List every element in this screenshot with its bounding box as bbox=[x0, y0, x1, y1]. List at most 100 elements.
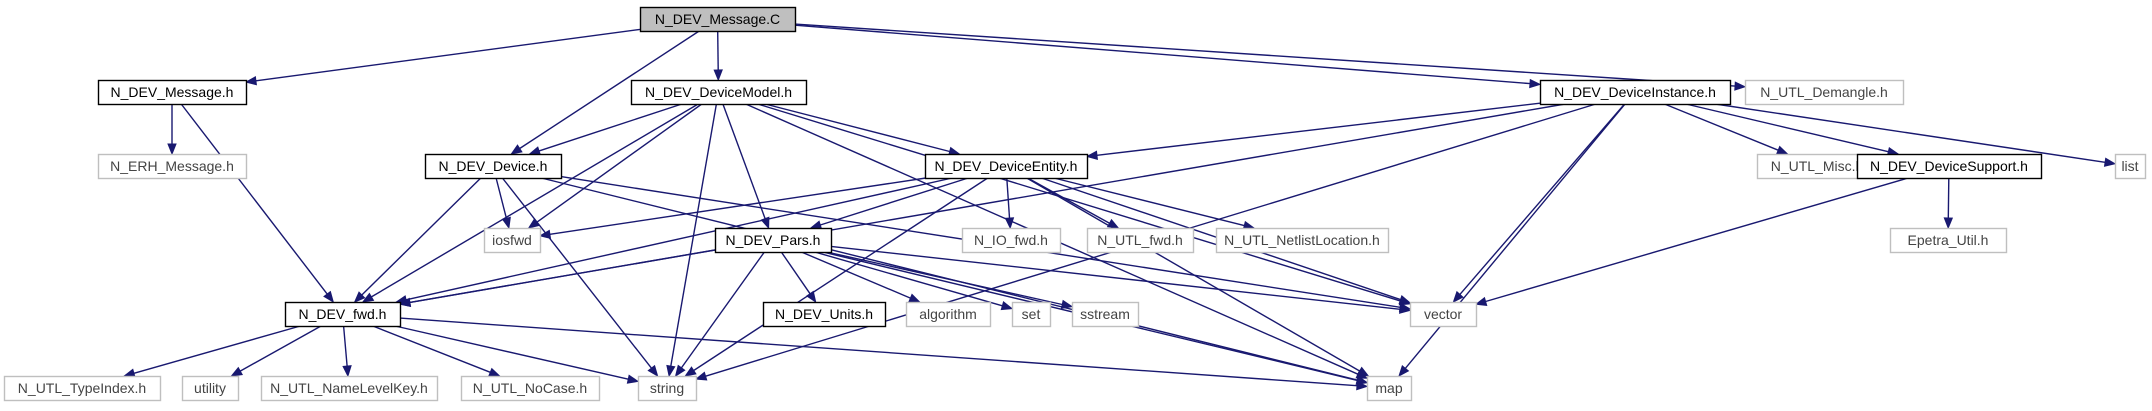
node-algorithm: algorithm bbox=[905, 301, 992, 328]
node-label: iosfwd bbox=[492, 232, 532, 248]
node-label: N_UTL_fwd.h bbox=[1097, 232, 1183, 248]
edge-N_DEV_DeviceModel_h-to-N_DEV_Device_h bbox=[538, 103, 683, 152]
node-N_DEV_DeviceSupport_h[interactable]: N_DEV_DeviceSupport.h bbox=[1856, 153, 2043, 180]
arrowhead-N_DEV_DeviceInstance_h-to-list bbox=[2103, 157, 2117, 167]
node-box bbox=[1011, 301, 1052, 328]
node-box bbox=[1539, 79, 1732, 106]
arrowhead-N_DEV_Message_C-to-N_DEV_Message_h bbox=[244, 75, 257, 86]
edge-N_DEV_DeviceEntity_h-to-N_DEV_fwd_h bbox=[405, 177, 953, 301]
edge-N_DEV_Pars_h-to-N_DEV_Units_h bbox=[780, 251, 811, 295]
node-box bbox=[1086, 227, 1195, 254]
node-set: set bbox=[1011, 301, 1052, 328]
edge-N_DEV_DeviceInstance_h-to-N_DEV_DeviceEntity_h bbox=[1096, 102, 1541, 156]
arrowhead-N_DEV_Pars_h-to-algorithm bbox=[908, 293, 921, 303]
node-label: N_DEV_DeviceInstance.h bbox=[1554, 84, 1716, 100]
node-N_DEV_DeviceEntity_h[interactable]: N_DEV_DeviceEntity.h bbox=[924, 153, 1089, 180]
arrowhead-N_DEV_fwd_h-to-N_UTL_NameLevelKey_h bbox=[342, 365, 352, 378]
edge-N_DEV_DeviceModel_h-to-N_DEV_DeviceEntity_h bbox=[764, 103, 950, 153]
arrowhead-N_DEV_Pars_h-to-sstream bbox=[1060, 299, 1074, 310]
node-box bbox=[284, 301, 402, 328]
edge-N_DEV_Message_C-to-N_DEV_DeviceInstance_h bbox=[794, 24, 1531, 85]
edge-layer bbox=[122, 23, 2117, 391]
arrowhead-N_DEV_DeviceInstance_h-to-string bbox=[694, 371, 708, 381]
edge-N_DEV_Pars_h-to-algorithm bbox=[801, 251, 911, 299]
arrowhead-N_DEV_Message_C-to-N_DEV_DeviceModel_h bbox=[713, 69, 723, 82]
node-label: N_DEV_DeviceModel.h bbox=[645, 84, 792, 100]
arrowhead-N_DEV_Message_C-to-N_DEV_DeviceInstance_h bbox=[1529, 78, 1542, 89]
arrowhead-N_DEV_Pars_h-to-set bbox=[1000, 301, 1014, 311]
edge-N_DEV_Pars_h-to-sstream bbox=[826, 251, 1063, 306]
node-label: N_DEV_Message.h bbox=[111, 84, 234, 100]
node-label: N_UTL_Misc.h bbox=[1771, 158, 1864, 174]
node-box bbox=[1889, 227, 2008, 254]
node-N_DEV_Units_h[interactable]: N_DEV_Units.h bbox=[762, 301, 887, 328]
node-N_ERH_Message_h: N_ERH_Message.h bbox=[97, 153, 248, 180]
edge-N_DEV_DeviceInstance_h-to-N_UTL_Misc_h bbox=[1664, 103, 1779, 151]
node-box bbox=[483, 227, 542, 254]
node-label: N_DEV_fwd.h bbox=[299, 306, 387, 322]
node-label: N_IO_fwd.h bbox=[974, 232, 1048, 248]
node-label: N_UTL_NameLevelKey.h bbox=[270, 380, 428, 396]
arrowhead-N_DEV_DeviceSupport_h-to-Epetra_Util_h bbox=[1943, 217, 1954, 230]
node-box bbox=[1215, 227, 1390, 254]
node-vector: vector bbox=[1409, 301, 1478, 328]
node-box bbox=[637, 375, 698, 402]
node-box bbox=[97, 79, 248, 106]
node-box bbox=[714, 227, 833, 254]
edge-N_DEV_fwd_h-to-utility bbox=[239, 325, 322, 372]
node-label: N_DEV_DeviceEntity.h bbox=[935, 158, 1078, 174]
edge-N_DEV_DeviceModel_h-to-iosfwd bbox=[536, 103, 703, 223]
node-N_DEV_Device_h[interactable]: N_DEV_Device.h bbox=[424, 153, 563, 180]
arrowhead-N_DEV_fwd_h-to-map bbox=[1356, 380, 1369, 391]
arrowhead-N_DEV_Message_C-to-N_UTL_Demangle_h bbox=[1734, 81, 1747, 91]
node-iosfwd: iosfwd bbox=[483, 227, 542, 254]
node-label: N_ERH_Message.h bbox=[110, 158, 234, 174]
node-box bbox=[2114, 153, 2147, 180]
node-box bbox=[639, 6, 797, 33]
arrowhead-N_DEV_fwd_h-to-N_UTL_NoCase_h bbox=[488, 367, 501, 377]
node-Epetra_Util_h: Epetra_Util.h bbox=[1889, 227, 2008, 254]
arrowhead-N_DEV_Device_h-to-N_DEV_fwd_h bbox=[353, 291, 366, 303]
edge-N_DEV_Pars_h-to-string bbox=[680, 251, 765, 369]
arrowhead-N_DEV_DeviceModel_h-to-N_DEV_fwd_h bbox=[361, 292, 375, 303]
node-box bbox=[630, 79, 808, 106]
arrowhead-N_DEV_fwd_h-to-utility bbox=[230, 366, 243, 377]
node-N_DEV_fwd_h[interactable]: N_DEV_fwd.h bbox=[284, 301, 402, 328]
arrowhead-N_DEV_Device_h-to-iosfwd bbox=[501, 216, 511, 230]
node-label: N_DEV_Units.h bbox=[775, 306, 873, 322]
node-box bbox=[1366, 375, 1413, 402]
node-label: list bbox=[2121, 158, 2138, 174]
edge-N_DEV_fwd_h-to-N_UTL_NoCase_h bbox=[372, 325, 491, 373]
node-box bbox=[460, 375, 601, 402]
node-N_DEV_DeviceModel_h[interactable]: N_DEV_DeviceModel.h bbox=[630, 79, 808, 106]
edge-N_DEV_Message_h-to-N_DEV_fwd_h bbox=[180, 103, 328, 295]
arrowhead-N_DEV_Pars_h-to-string bbox=[674, 364, 686, 378]
node-box bbox=[924, 153, 1089, 180]
node-N_DEV_Pars_h[interactable]: N_DEV_Pars.h bbox=[714, 227, 833, 254]
edge-N_DEV_Device_h-to-iosfwd bbox=[495, 177, 508, 219]
node-N_UTL_fwd_h: N_UTL_fwd.h bbox=[1086, 227, 1195, 254]
node-box bbox=[260, 375, 439, 402]
node-box bbox=[181, 375, 240, 402]
edge-N_DEV_DeviceEntity_h-to-iosfwd bbox=[549, 177, 927, 235]
arrowhead-N_DEV_DeviceEntity_h-to-N_DEV_Pars_h bbox=[809, 220, 823, 230]
node-box bbox=[1409, 301, 1478, 328]
node-box bbox=[905, 301, 992, 328]
node-label: N_UTL_TypeIndex.h bbox=[18, 380, 146, 396]
node-N_DEV_Message_h[interactable]: N_DEV_Message.h bbox=[97, 79, 248, 106]
edge-N_DEV_DeviceInstance_h-to-map bbox=[1404, 103, 1626, 369]
edge-N_DEV_DeviceModel_h-to-vector bbox=[757, 103, 1401, 302]
edge-N_DEV_DeviceEntity_h-to-string bbox=[693, 177, 989, 372]
edge-N_DEV_DeviceModel_h-to-N_DEV_Pars_h bbox=[722, 103, 766, 219]
edge-N_DEV_DeviceSupport_h-to-vector bbox=[1485, 177, 1909, 303]
node-N_DEV_Message_C[interactable]: N_DEV_Message.C bbox=[639, 6, 797, 33]
node-N_DEV_DeviceInstance_h[interactable]: N_DEV_DeviceInstance.h bbox=[1539, 79, 1732, 106]
edge-N_DEV_Message_C-to-N_DEV_DeviceModel_h bbox=[717, 30, 719, 71]
arrowhead-N_DEV_DeviceEntity_h-to-string bbox=[684, 366, 697, 377]
edge-N_DEV_Message_C-to-N_UTL_Demangle_h bbox=[794, 23, 1736, 87]
edge-N_DEV_fwd_h-to-map bbox=[399, 317, 1358, 387]
node-label: N_DEV_DeviceSupport.h bbox=[1870, 158, 2028, 174]
node-box bbox=[97, 153, 248, 180]
edge-N_DEV_fwd_h-to-N_UTL_TypeIndex_h bbox=[133, 325, 301, 374]
